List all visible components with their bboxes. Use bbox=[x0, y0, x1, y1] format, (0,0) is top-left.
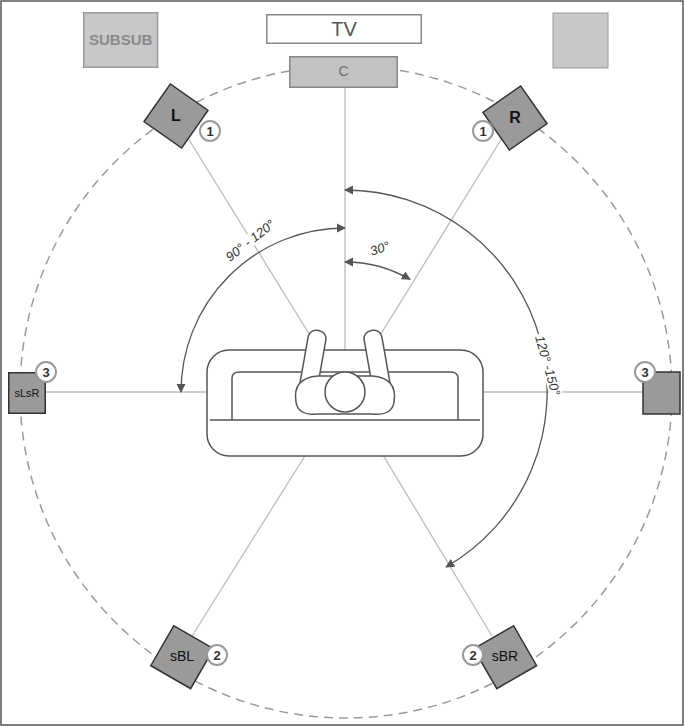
subwoofer-box bbox=[553, 13, 608, 68]
center-speaker: C bbox=[289, 56, 398, 88]
callout-number: 1 bbox=[199, 120, 221, 142]
callout-number: 3 bbox=[35, 361, 57, 383]
listening-circle bbox=[20, 66, 672, 718]
speaker-label: SUBSUB bbox=[89, 32, 152, 49]
speaker-lines bbox=[46, 88, 643, 636]
speaker-label: sBR bbox=[492, 649, 518, 664]
tv-box: TV bbox=[266, 14, 422, 44]
speaker-label: C bbox=[338, 64, 348, 79]
back-left-speaker: sBL bbox=[150, 625, 214, 689]
speaker-label: L bbox=[171, 107, 181, 125]
callout-number: 1 bbox=[472, 120, 494, 142]
front-right-speaker: R bbox=[482, 85, 548, 151]
speaker-label: TV bbox=[331, 18, 357, 40]
callout-number: 3 bbox=[634, 361, 656, 383]
callout-number: 2 bbox=[462, 644, 484, 666]
sofa bbox=[207, 350, 483, 456]
speaker-label: sLsR bbox=[14, 387, 39, 399]
speaker-label: sBL bbox=[170, 649, 194, 664]
listener bbox=[295, 329, 394, 414]
angle-arcs bbox=[181, 190, 547, 567]
subwoofer-box: SUBSUB bbox=[83, 12, 158, 68]
front-left-speaker: L bbox=[143, 83, 209, 149]
callout-number: 2 bbox=[206, 644, 228, 666]
speaker-label: R bbox=[509, 109, 521, 127]
